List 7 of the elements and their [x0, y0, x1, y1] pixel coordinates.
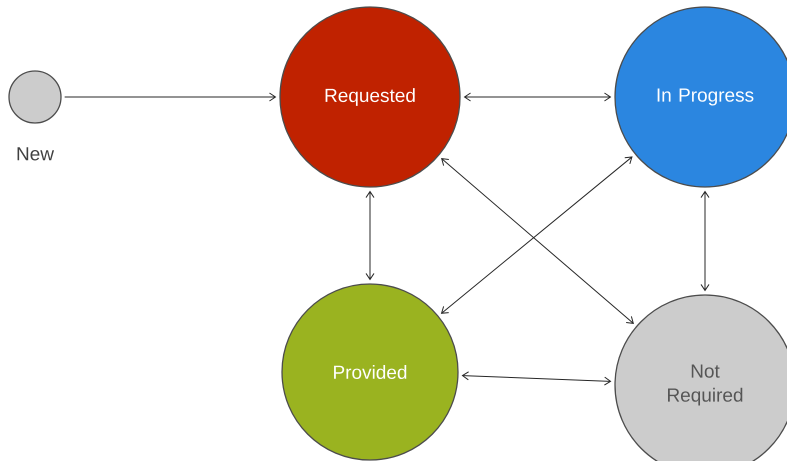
arrow	[464, 92, 612, 102]
arrow	[366, 190, 374, 280]
arrow	[64, 92, 276, 102]
arrow	[700, 190, 710, 292]
node-caption: New	[18, 147, 54, 160]
arrow	[462, 371, 612, 386]
state-circle	[8, 70, 62, 124]
